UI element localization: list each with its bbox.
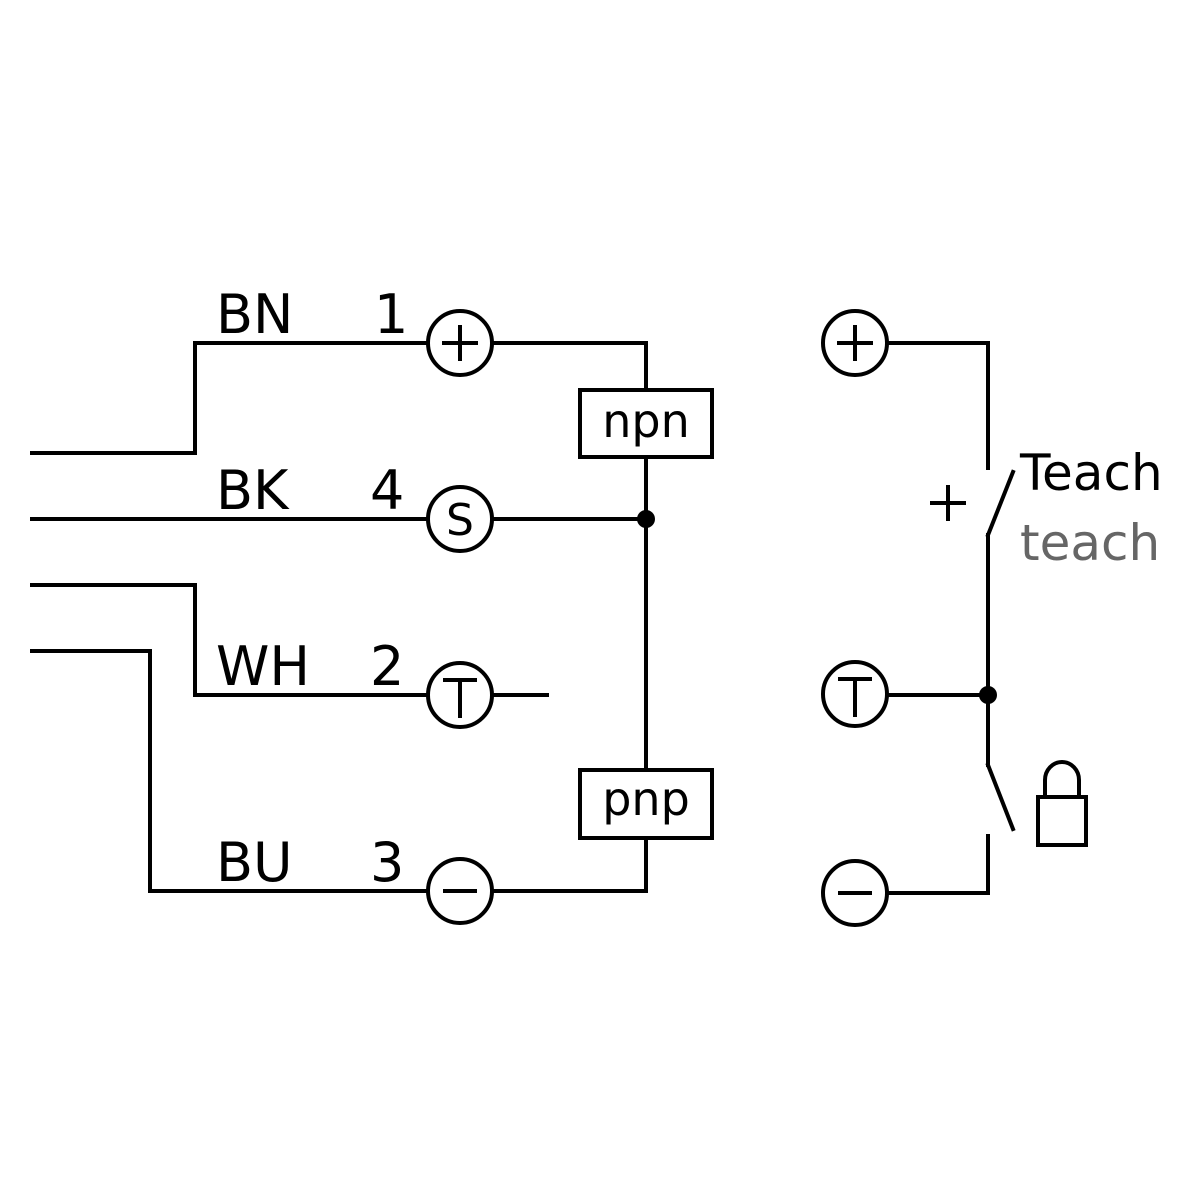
teach-sublabel: teach <box>1020 514 1160 572</box>
pin-2: 2 <box>370 635 404 698</box>
terminal-s: S <box>426 485 494 553</box>
right-terminal-minus <box>821 859 889 927</box>
wire-wh <box>30 583 430 697</box>
npn-box <box>578 388 714 459</box>
wire-minus-to-pnp <box>490 836 648 893</box>
label-bn: BN <box>216 283 293 346</box>
terminal-plus <box>426 309 494 377</box>
teach-switch-blade <box>985 469 1016 538</box>
padlock-icon <box>1036 760 1088 847</box>
label-bu: BU <box>216 831 293 894</box>
right-terminal-plus <box>821 309 889 377</box>
junction-dot <box>637 510 655 528</box>
terminal-s-label: S <box>446 495 474 546</box>
pin-3: 3 <box>370 831 404 894</box>
junction-dot-right <box>979 686 997 704</box>
teach-plus-icon <box>930 485 966 521</box>
terminal-minus <box>426 857 494 925</box>
label-wh: WH <box>216 635 310 698</box>
wire-right-plus <box>885 341 990 470</box>
wire-right-minus <box>885 834 990 895</box>
npn-label: npn <box>602 394 690 448</box>
pin-4: 4 <box>370 459 404 522</box>
pnp-box <box>578 768 714 840</box>
wire-plus-to-npn <box>490 341 648 392</box>
right-terminal-t <box>821 660 889 728</box>
teach-label: Teach <box>1019 444 1163 502</box>
lock-switch-blade <box>985 762 1016 832</box>
terminal-t <box>426 661 494 729</box>
pnp-label: pnp <box>602 772 690 826</box>
wire-bu <box>30 649 430 893</box>
pin-1: 1 <box>374 283 408 346</box>
wire-bn <box>30 341 430 455</box>
label-bk: BK <box>216 459 290 522</box>
